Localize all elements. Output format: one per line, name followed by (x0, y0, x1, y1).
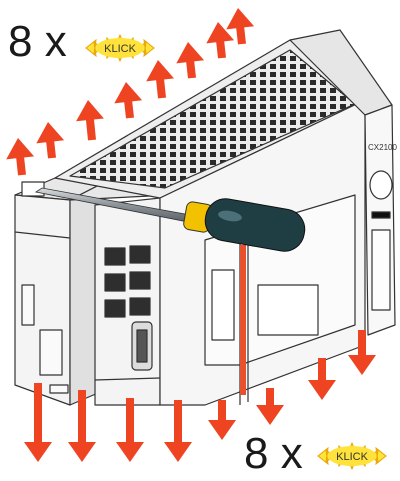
arrow-up-icon (76, 100, 104, 140)
arrow-down-icon (208, 400, 236, 440)
arrow-up-icon (6, 138, 34, 175)
starburst-icon: KLICK (86, 35, 154, 61)
arrow-down-icon (256, 388, 284, 425)
arrow-up-icon (114, 82, 142, 118)
arrow-down-icon (116, 398, 144, 462)
arrow-up-icon (146, 60, 174, 98)
model-label: CX2100 (368, 143, 397, 152)
arrow-up-icon (176, 42, 204, 78)
bottom-badge-label: KLICK (336, 451, 368, 463)
top-badge-label: KLICK (104, 43, 136, 55)
arrow-up-icon (36, 122, 64, 158)
starburst-icon: KLICK (318, 443, 386, 469)
arrow-down-icon (164, 400, 192, 462)
power-supply-module (15, 178, 105, 405)
